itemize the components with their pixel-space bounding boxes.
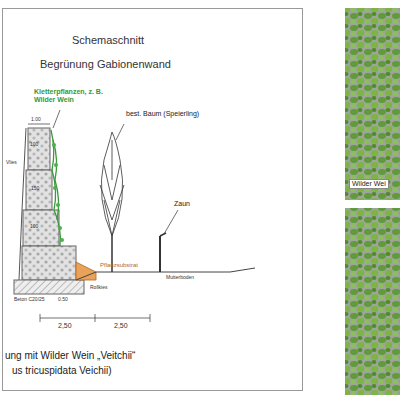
- concrete-label: Beton C20/25: [14, 297, 45, 303]
- dimension: 100: [30, 142, 38, 148]
- caption-line: ung mit Wilder Wein „Veitchii“: [5, 350, 135, 362]
- dimension: 2,50: [114, 322, 128, 330]
- dimension: 0.50: [58, 297, 68, 303]
- fence-label: Zaun: [174, 200, 190, 208]
- dimension: 150: [31, 186, 39, 192]
- subtitle: Begrünung Gabionenwand: [40, 58, 171, 71]
- dimension: 2,50: [58, 322, 72, 330]
- tree-label: best. Baum (Speierling): [126, 110, 199, 118]
- photo-label: Wilder Wei: [349, 179, 389, 189]
- dimension: 1.00: [31, 117, 41, 123]
- plant-label: Kletterpflanzen, z. B. Wilder Wein: [34, 88, 112, 104]
- gravel-label: Rollkies: [90, 285, 108, 291]
- fleece-label: Vlies: [6, 160, 17, 166]
- caption-line: us tricuspidata Veichii): [12, 365, 112, 377]
- title: Schemaschnitt: [72, 34, 144, 47]
- topsoil-label: Mutterboden: [166, 275, 194, 281]
- dimension: 100: [30, 224, 38, 230]
- substrate-label: Pflanzsubstrat: [100, 262, 138, 269]
